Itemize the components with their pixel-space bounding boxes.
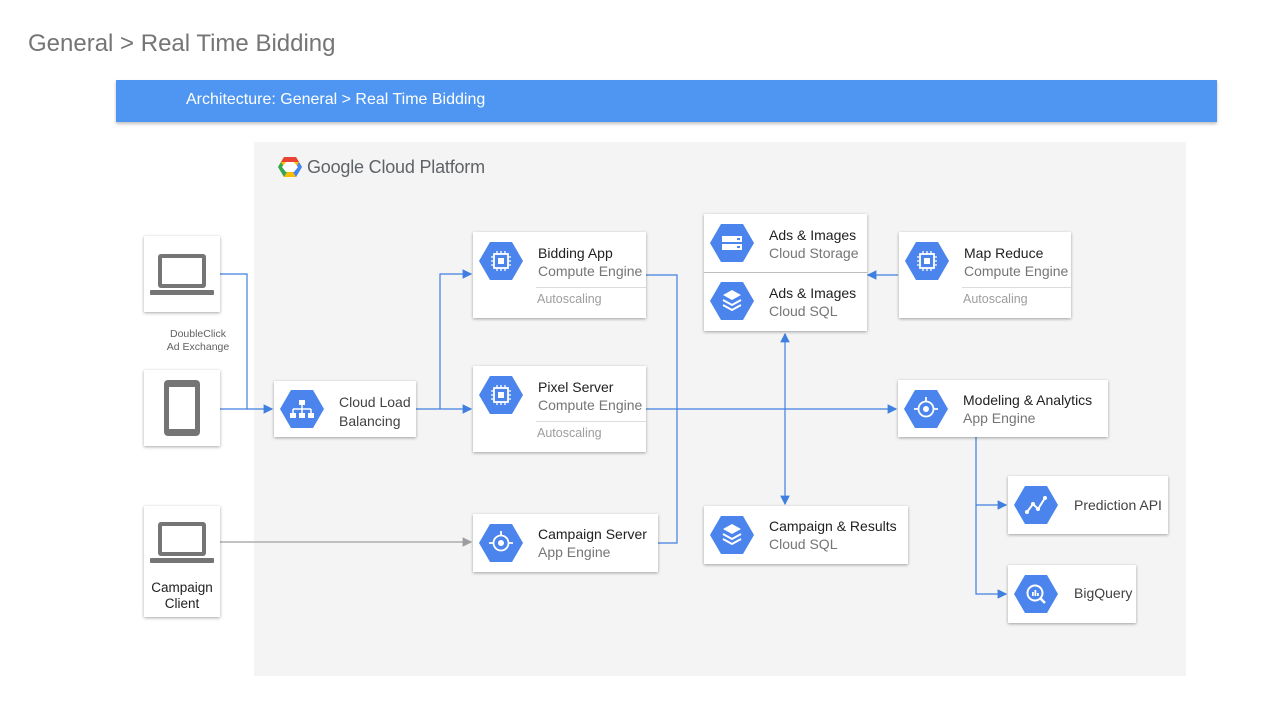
node-bigquery[interactable]: BigQuery bbox=[1008, 565, 1136, 623]
gcp-logo: Google Cloud Platform bbox=[278, 156, 485, 178]
compute-engine-icon bbox=[479, 376, 523, 414]
node-modeling-analytics[interactable]: Modeling & Analytics App Engine bbox=[898, 380, 1108, 437]
connector-modeling-to-prediction bbox=[975, 437, 1008, 510]
compute-engine-icon bbox=[905, 242, 949, 280]
node-campaign-results[interactable]: Campaign & Results Cloud SQL bbox=[704, 506, 908, 564]
node-subtitle: Balancing bbox=[339, 413, 401, 429]
cloud-sql-icon bbox=[710, 282, 754, 320]
node-cloud-load-balancing[interactable]: Cloud Load Balancing bbox=[274, 381, 416, 437]
prediction-api-icon bbox=[1014, 486, 1058, 524]
node-campaign-server[interactable]: Campaign Server App Engine bbox=[473, 514, 658, 572]
node-subtitle: Compute Engine bbox=[538, 263, 643, 279]
laptop-icon bbox=[150, 254, 214, 295]
divider bbox=[704, 272, 867, 273]
node-subtitle: App Engine bbox=[963, 410, 1036, 426]
campaign-client-label: Campaign Client bbox=[151, 580, 213, 611]
app-engine-icon bbox=[904, 390, 948, 428]
architecture-banner: Architecture: General > Real Time Biddin… bbox=[116, 80, 1217, 122]
connector-lb-to-bidding bbox=[439, 269, 473, 409]
connector-modeling-to-bigquery bbox=[975, 505, 1008, 599]
cloud-sql-icon bbox=[710, 516, 754, 554]
node-title: Pixel Server bbox=[538, 379, 614, 395]
node-subtitle: Cloud SQL bbox=[769, 303, 838, 319]
page-title: General > Real Time Bidding bbox=[28, 30, 336, 57]
divider bbox=[536, 287, 646, 288]
divider bbox=[536, 421, 646, 422]
node-title: Prediction API bbox=[1074, 497, 1162, 513]
node-title: Bidding App bbox=[538, 245, 613, 261]
app-engine-icon bbox=[479, 524, 523, 562]
tablet-icon bbox=[164, 380, 200, 436]
node-title: Campaign & Results bbox=[769, 518, 897, 534]
gcp-hexagon-icon bbox=[278, 157, 302, 177]
node-title: Ads & Images bbox=[769, 227, 857, 243]
node-note: Autoscaling bbox=[963, 292, 1028, 306]
node-subtitle: Compute Engine bbox=[964, 263, 1069, 279]
bigquery-icon bbox=[1014, 575, 1058, 613]
node-title: BigQuery bbox=[1074, 585, 1133, 601]
node-title: Modeling & Analytics bbox=[963, 392, 1093, 408]
load-balancing-icon bbox=[280, 390, 324, 428]
doubleclick-label: DoubleClick Ad Exchange bbox=[166, 328, 230, 353]
tablet-card[interactable] bbox=[144, 370, 220, 446]
node-title: Map Reduce bbox=[964, 245, 1044, 261]
node-note: Autoscaling bbox=[537, 292, 602, 306]
node-subtitle: App Engine bbox=[538, 544, 611, 560]
node-subtitle: Cloud Storage bbox=[769, 245, 859, 261]
laptop-card-campaign-client[interactable]: Campaign Client bbox=[144, 506, 220, 617]
node-pixel-server[interactable]: Pixel Server Compute Engine Autoscaling bbox=[473, 366, 646, 452]
banner-text: Architecture: General > Real Time Biddin… bbox=[186, 91, 486, 108]
node-subtitle: Compute Engine bbox=[538, 397, 643, 413]
divider bbox=[962, 287, 1071, 288]
cloud-storage-icon bbox=[710, 224, 754, 262]
laptop-icon bbox=[150, 522, 214, 563]
node-title: Campaign Server bbox=[538, 526, 647, 542]
node-map-reduce[interactable]: Map Reduce Compute Engine Autoscaling bbox=[899, 232, 1071, 318]
node-title: Ads & Images bbox=[769, 285, 857, 301]
connector-doubleclick-to-lb bbox=[220, 273, 274, 414]
node-ads-images-group[interactable]: Ads & Images Cloud Storage Ads & Images … bbox=[704, 214, 867, 331]
node-bidding-app[interactable]: Bidding App Compute Engine Autoscaling bbox=[473, 232, 646, 318]
node-note: Autoscaling bbox=[537, 426, 602, 440]
node-title: Cloud Load bbox=[339, 394, 411, 410]
node-subtitle: Cloud SQL bbox=[769, 536, 838, 552]
gcp-logo-text: Google Cloud Platform bbox=[307, 156, 485, 177]
node-prediction-api[interactable]: Prediction API bbox=[1008, 476, 1168, 534]
compute-engine-icon bbox=[479, 242, 523, 280]
laptop-card-doubleclick[interactable] bbox=[144, 236, 220, 312]
